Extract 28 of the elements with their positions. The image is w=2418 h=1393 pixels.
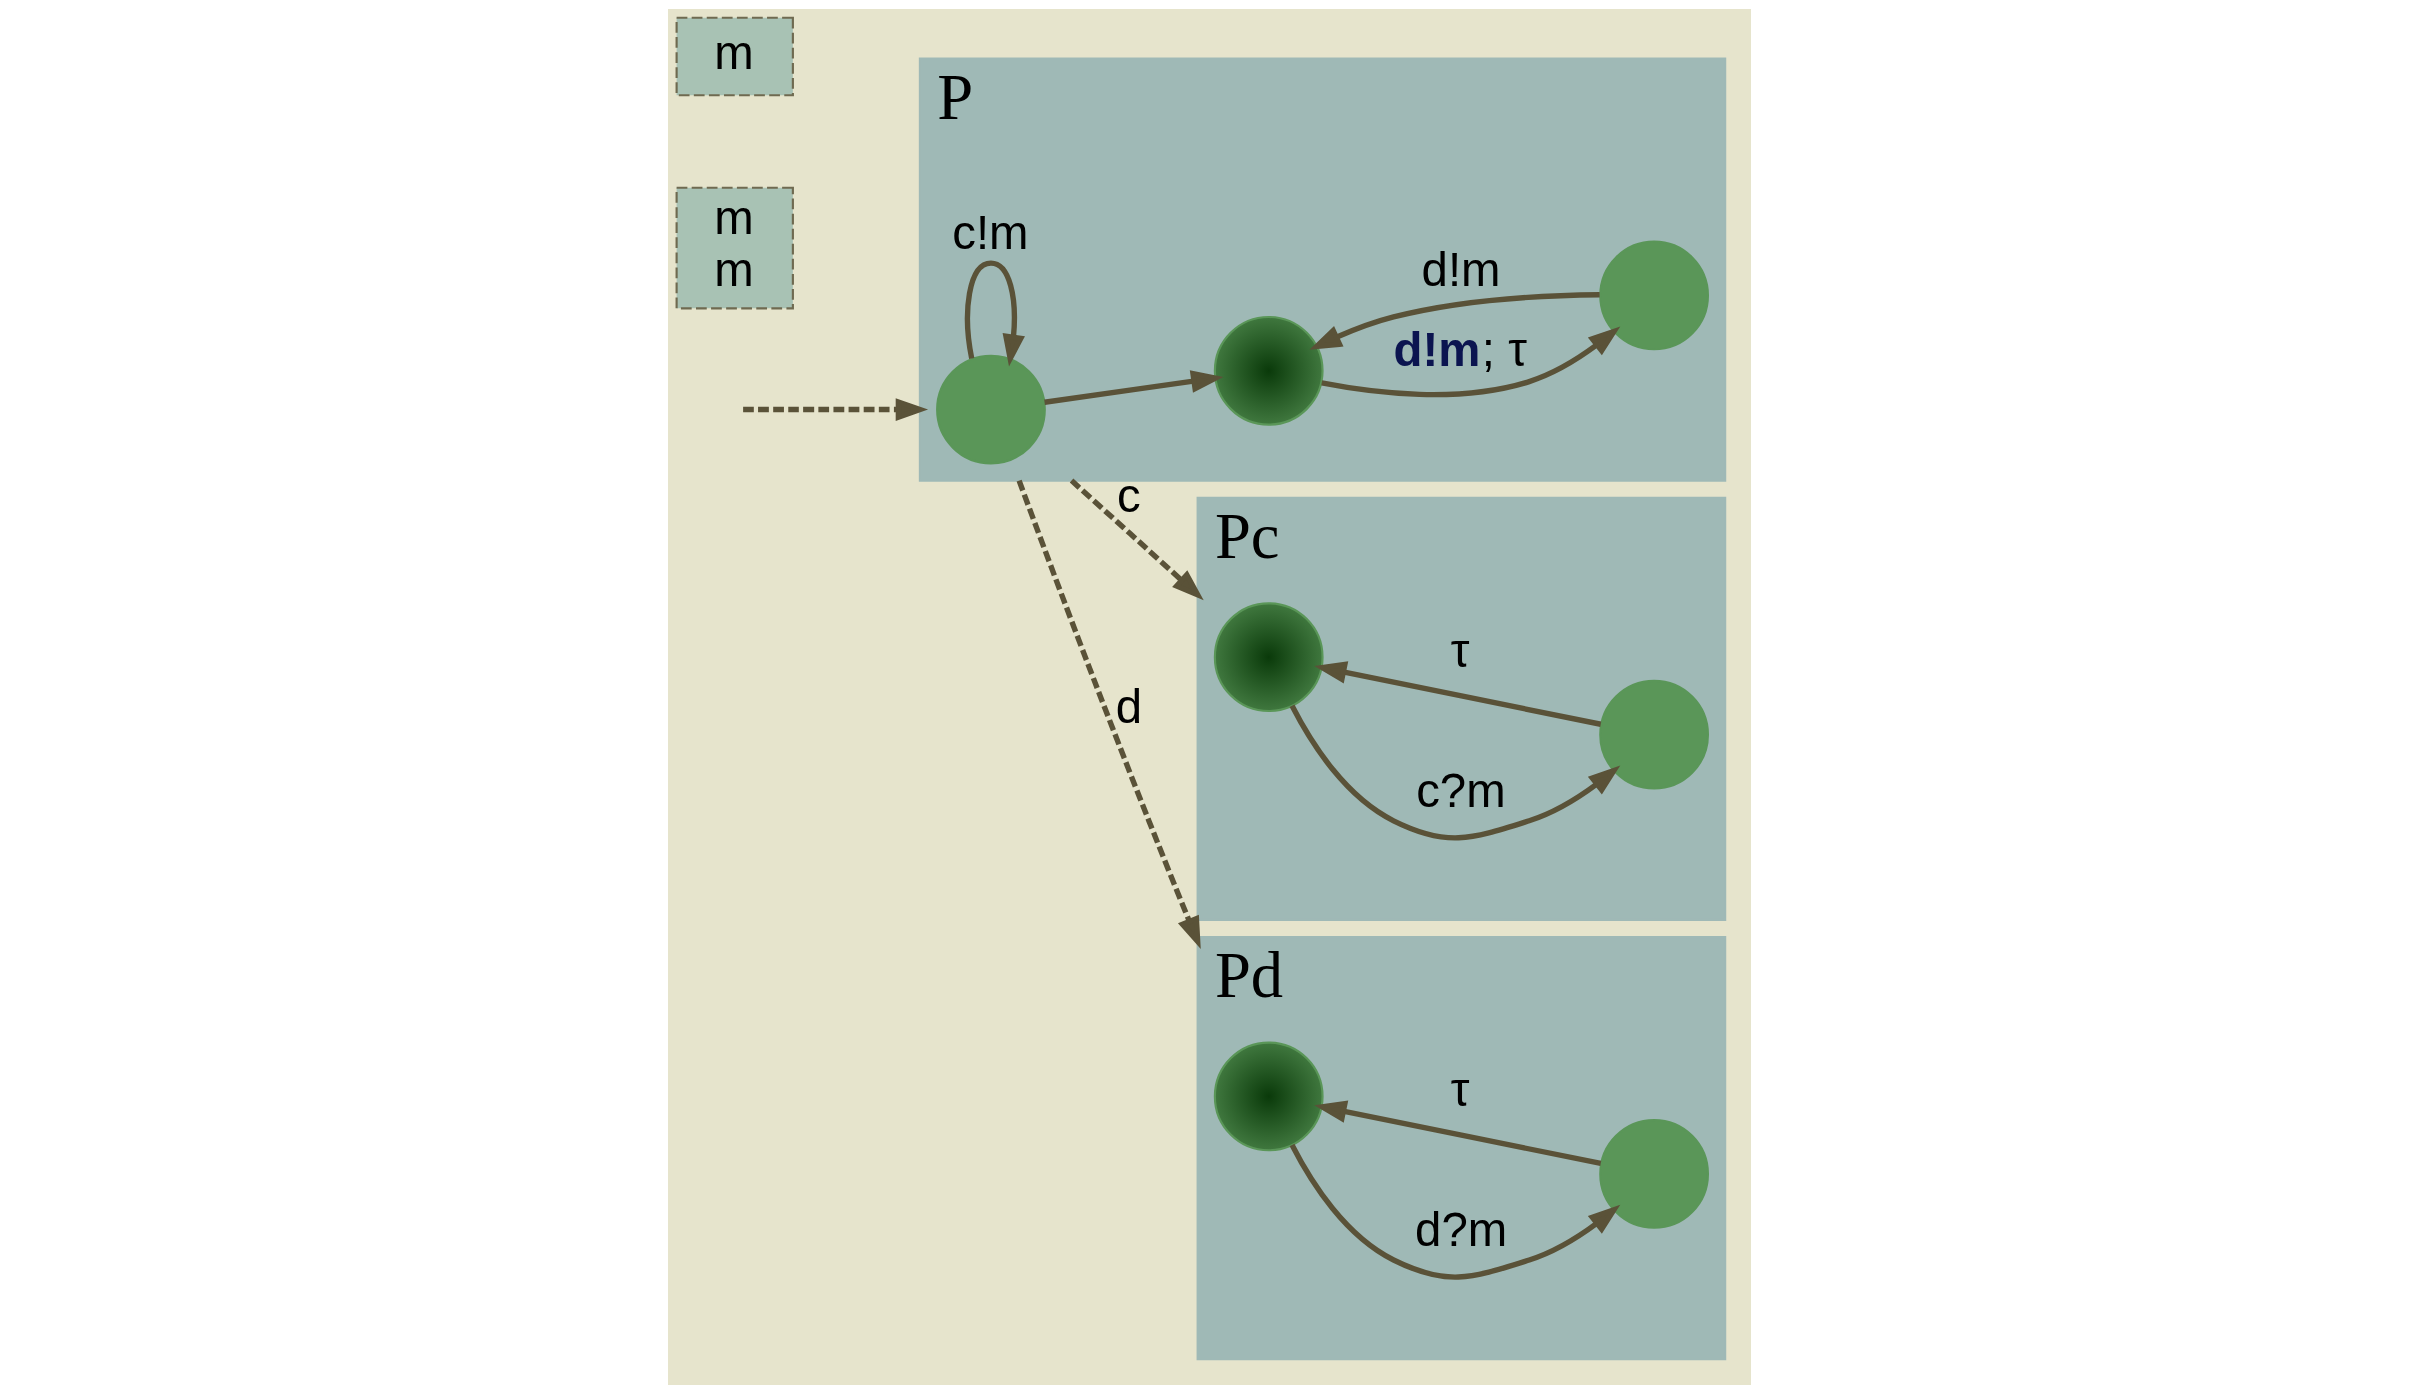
edge-label: c!m (951, 205, 1028, 259)
edge-label: d!m (1421, 242, 1501, 296)
node-circle (1213, 601, 1324, 712)
edge-label: c?m (1415, 763, 1506, 817)
arrow (1289, 1143, 1620, 1280)
arrow (1016, 479, 1201, 949)
node-circle (1598, 240, 1709, 350)
node-circle (1213, 315, 1324, 426)
node-box: m (675, 16, 794, 96)
edge-label: d (1115, 679, 1142, 733)
edge-label: d!m; τ (1393, 322, 1527, 376)
node-circle (1213, 1041, 1324, 1151)
node-circle (1598, 1118, 1709, 1229)
arrow (1320, 325, 1620, 397)
arrow (1313, 660, 1601, 727)
arrow (1308, 291, 1600, 350)
edge-label: d?m (1414, 1202, 1507, 1256)
edge-label: τ (1450, 1062, 1469, 1116)
arrow (1069, 478, 1204, 600)
arrow (1313, 1100, 1601, 1166)
arrow (1289, 704, 1620, 840)
node-circle (1598, 679, 1709, 790)
node-box: m m (675, 186, 794, 309)
edge-label: τ (1450, 623, 1469, 677)
arrow (742, 397, 928, 421)
node-circle (935, 354, 1046, 464)
arrow (1043, 369, 1223, 405)
arrow (964, 259, 1025, 367)
